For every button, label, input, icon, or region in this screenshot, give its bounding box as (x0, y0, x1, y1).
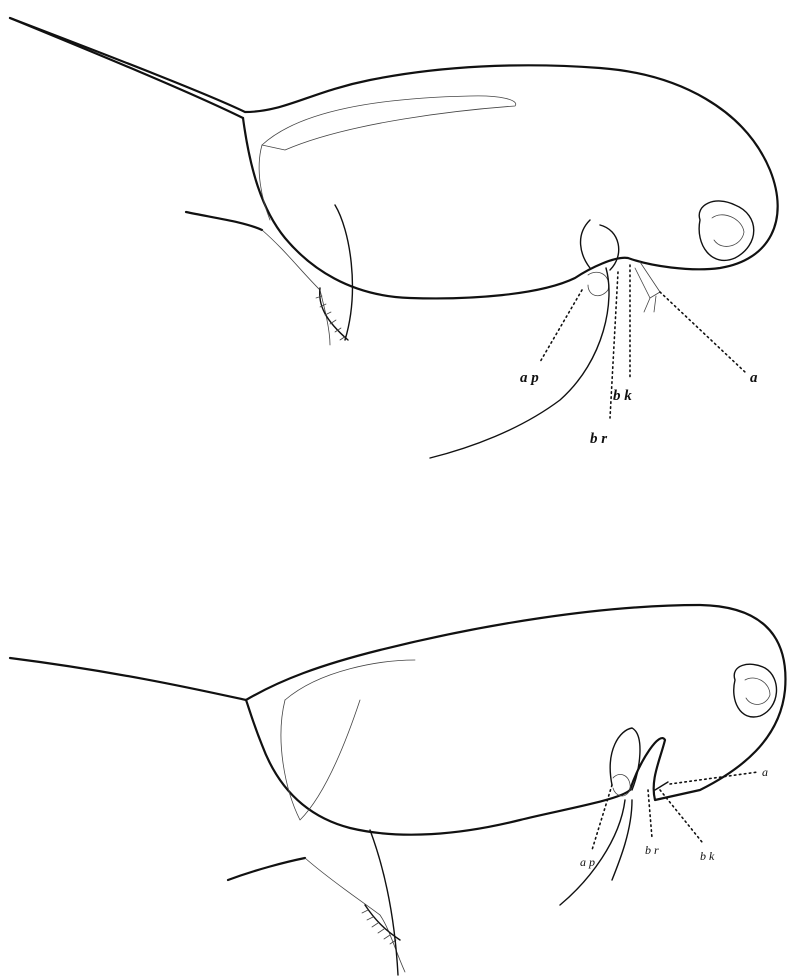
fig2-leader-bk (660, 790, 702, 842)
fig2-eye-inner (745, 678, 770, 705)
figure-2-labels: a p b r b k a (580, 765, 768, 869)
fig1-appendage-tips (644, 296, 656, 312)
fig1-small-appendage (635, 262, 660, 298)
fig1-label-a: a (750, 370, 758, 386)
fig2-body-line (305, 858, 405, 972)
fig1-posterior-limb (320, 288, 348, 340)
fig2-inner-curve (370, 830, 398, 975)
figure-1-labels: a p b r b k a (520, 265, 758, 447)
fig2-limb-group (610, 728, 640, 790)
fig1-limb-detail (588, 272, 609, 295)
fig2-label-br: b r (645, 843, 659, 857)
fig2-antenna-left (228, 858, 305, 880)
fig1-inner-curve (335, 205, 352, 340)
fig2-eye (734, 664, 777, 717)
fig2-small-appendage (655, 782, 668, 790)
figure-1 (10, 18, 778, 458)
figure-2 (10, 605, 785, 975)
fig1-leader-a (660, 292, 745, 372)
fig2-label-bk: b k (700, 849, 715, 863)
fig1-limb-group (581, 220, 619, 270)
fig1-carapace-outline (10, 18, 778, 298)
fig2-setae (362, 910, 396, 944)
fig1-label-br: b r (590, 431, 607, 447)
fig2-label-ap: a p (580, 855, 595, 869)
fig2-long-bristle (560, 800, 632, 905)
fig1-label-bk: b k (613, 388, 632, 404)
fig1-antenna-left (186, 212, 262, 230)
fig1-leader-ap (540, 290, 582, 362)
fig2-label-a: a (762, 765, 768, 779)
fig1-long-bristle (430, 268, 609, 458)
fig2-carapace-outline (246, 605, 785, 835)
fig1-eye (699, 201, 754, 260)
fig2-dorsal-fold (285, 660, 415, 700)
fig1-tail-spine (10, 18, 243, 118)
fig1-eye-inner (712, 215, 744, 247)
fig1-fold-line (259, 145, 270, 220)
fig2-tail-spine (10, 658, 246, 700)
fig1-label-ap: a p (520, 370, 539, 386)
fig1-dorsal-fold (262, 96, 516, 150)
fig2-leader-ap (592, 785, 612, 850)
fig2-leader-br (648, 790, 652, 838)
fig2-fold-line (281, 700, 360, 820)
